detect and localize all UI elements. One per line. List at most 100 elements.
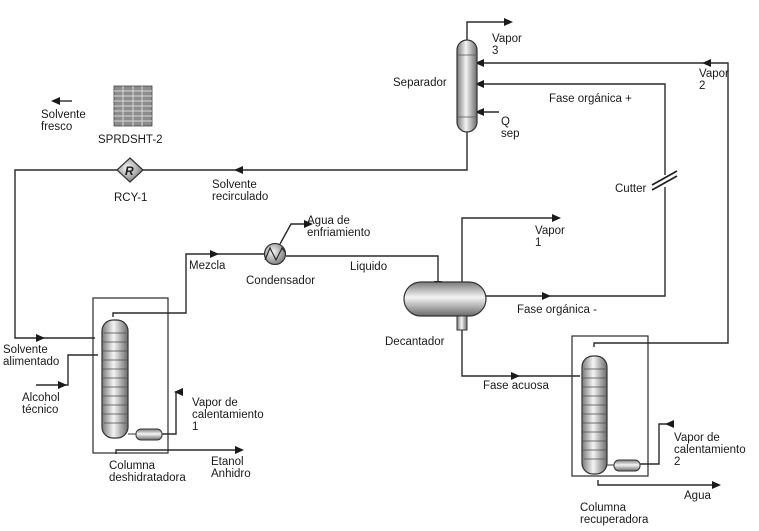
stream-vapor-2 <box>482 62 729 347</box>
label-solvente-recirculado-line-1: Solvente <box>212 179 257 191</box>
arrow-vapor-2-mid <box>702 59 711 67</box>
label-solvente-recirculado-line-2: recirculado <box>212 191 268 203</box>
stream-agua-enfriamiento <box>279 223 305 245</box>
label-agua: Agua <box>684 490 711 502</box>
label-fase-acuosa-line-1: Fase acuosa <box>483 380 549 392</box>
label-columna-deshidratadora-line-1: Columna <box>109 460 156 472</box>
label-sprdsht: SPRDSHT-2 <box>98 134 163 146</box>
label-vapor-3-line-1: Vapor <box>492 33 522 45</box>
label-liquido: Liquido <box>350 261 387 273</box>
label-vapor-calentamiento-2-line-1: Vapor de <box>674 432 720 444</box>
label-condensador: Condensador <box>246 275 315 287</box>
label-separador-line-1: Separador <box>393 77 447 89</box>
label-solvente-fresco-line-2: fresco <box>41 121 72 133</box>
label-rcy-line-1: RCY-1 <box>114 192 147 204</box>
label-condensador-line-1: Condensador <box>246 275 315 287</box>
arrow-vapor-calentamiento-1 <box>174 388 183 396</box>
label-solvente-alimentado-line-2: alimentado <box>3 356 59 368</box>
label-vapor-calentamiento-2-line-2: calentamiento <box>674 444 746 456</box>
arrow-fase-acuosa <box>511 372 520 380</box>
label-fase-acuosa: Fase acuosa <box>483 380 549 392</box>
label-decantador-line-1: Decantador <box>385 336 445 348</box>
label-q-sep-line-2: sep <box>501 128 520 140</box>
stream-alcohol-tecnico <box>36 354 98 386</box>
separador-column[interactable] <box>456 39 478 133</box>
arrow-q-sep <box>475 108 484 116</box>
label-etanol-anhidro-line-1: Etanol <box>211 456 244 468</box>
arrow-vapor-3 <box>504 18 513 26</box>
stream-vapor-1 <box>461 217 553 283</box>
label-vapor-calentamiento-2-line-3: 2 <box>674 456 680 468</box>
stream-vapor-3 <box>466 21 505 40</box>
label-vapor-3-line-2: 3 <box>492 45 498 57</box>
condenser-icon[interactable] <box>263 242 287 266</box>
arrow-solvente-fresco <box>51 97 60 105</box>
label-rcy-symbol: R <box>125 164 134 178</box>
label-fase-organica-minus-line-1: Fase orgánica - <box>517 304 597 316</box>
label-agua-enfriamiento-line-2: enfriamiento <box>307 227 370 239</box>
label-mezcla-line-1: Mezcla <box>189 260 226 272</box>
stream-fase-organica-minus <box>486 187 666 297</box>
decantador-vessel[interactable] <box>403 281 487 331</box>
stream-vapor-calentamiento-2 <box>640 423 672 465</box>
arrow-etanol-anhidro <box>235 446 244 454</box>
label-solvente-fresco-line-1: Solvente <box>41 109 86 121</box>
arrow-solvente-alimentado <box>36 334 45 342</box>
arrow-fase-organica-minus <box>542 292 551 300</box>
label-columna-deshidratadora-line-2: deshidratadora <box>109 472 186 484</box>
label-cutter-line-1: Cutter <box>615 183 646 195</box>
arrow-fase-organica-plus <box>475 80 484 88</box>
label-vapor-calentamiento-1-line-1: Vapor de <box>192 397 238 409</box>
arrow-agua-enfriamiento <box>304 220 313 228</box>
columna-deshidratadora[interactable] <box>101 319 163 441</box>
label-decantador: Decantador <box>385 336 445 348</box>
label-q-sep-line-1: Q <box>501 116 510 128</box>
label-liquido-line-1: Liquido <box>350 261 387 273</box>
label-sprdsht-line-1: SPRDSHT-2 <box>98 134 163 146</box>
label-etanol-anhidro-line-2: Anhidro <box>211 468 251 480</box>
stream-agua <box>597 480 713 486</box>
arrow-agua <box>712 481 721 489</box>
label-fase-organica-plus-line-1: Fase orgánica + <box>549 93 632 105</box>
recycle-block-icon[interactable] <box>116 157 144 183</box>
label-vapor-2-line-2: 2 <box>699 80 705 92</box>
label-columna-recuperadora-line-1: Columna <box>580 502 627 514</box>
spreadsheet-icon[interactable] <box>113 85 153 127</box>
arrow-mezcla <box>210 250 219 258</box>
arrow-vapor-2-left <box>475 59 484 67</box>
stream-fase-organica-plus <box>482 83 666 175</box>
label-columna-recuperadora-line-2: recuperadora <box>580 514 649 526</box>
columna-recuperadora[interactable] <box>581 355 641 475</box>
stream-vapor-calentamiento-1 <box>160 391 180 435</box>
stream-fase-acuosa <box>461 330 580 377</box>
arrow-alcohol-tecnico <box>58 381 67 389</box>
label-agua-enfriamiento-line-1: Agua de <box>307 215 350 227</box>
label-agua-line-1: Agua <box>684 490 711 502</box>
label-rcy-symbol-line-1: R <box>125 164 134 178</box>
label-vapor-calentamiento-1-line-3: 1 <box>192 421 198 433</box>
label-solvente-alimentado-line-1: Solvente <box>3 344 48 356</box>
label-fase-organica-minus: Fase orgánica - <box>517 304 597 316</box>
label-separador: Separador <box>393 77 447 89</box>
label-alcohol-tecnico-line-1: Alcohol <box>22 392 60 404</box>
arrow-vapor-1 <box>552 214 561 222</box>
label-vapor-calentamiento-1-line-2: calentamiento <box>192 409 264 421</box>
arrow-solvente-recirculado <box>234 166 243 174</box>
cutter-icon[interactable] <box>651 170 678 191</box>
label-vapor-2-line-1: Vapor <box>699 68 729 80</box>
